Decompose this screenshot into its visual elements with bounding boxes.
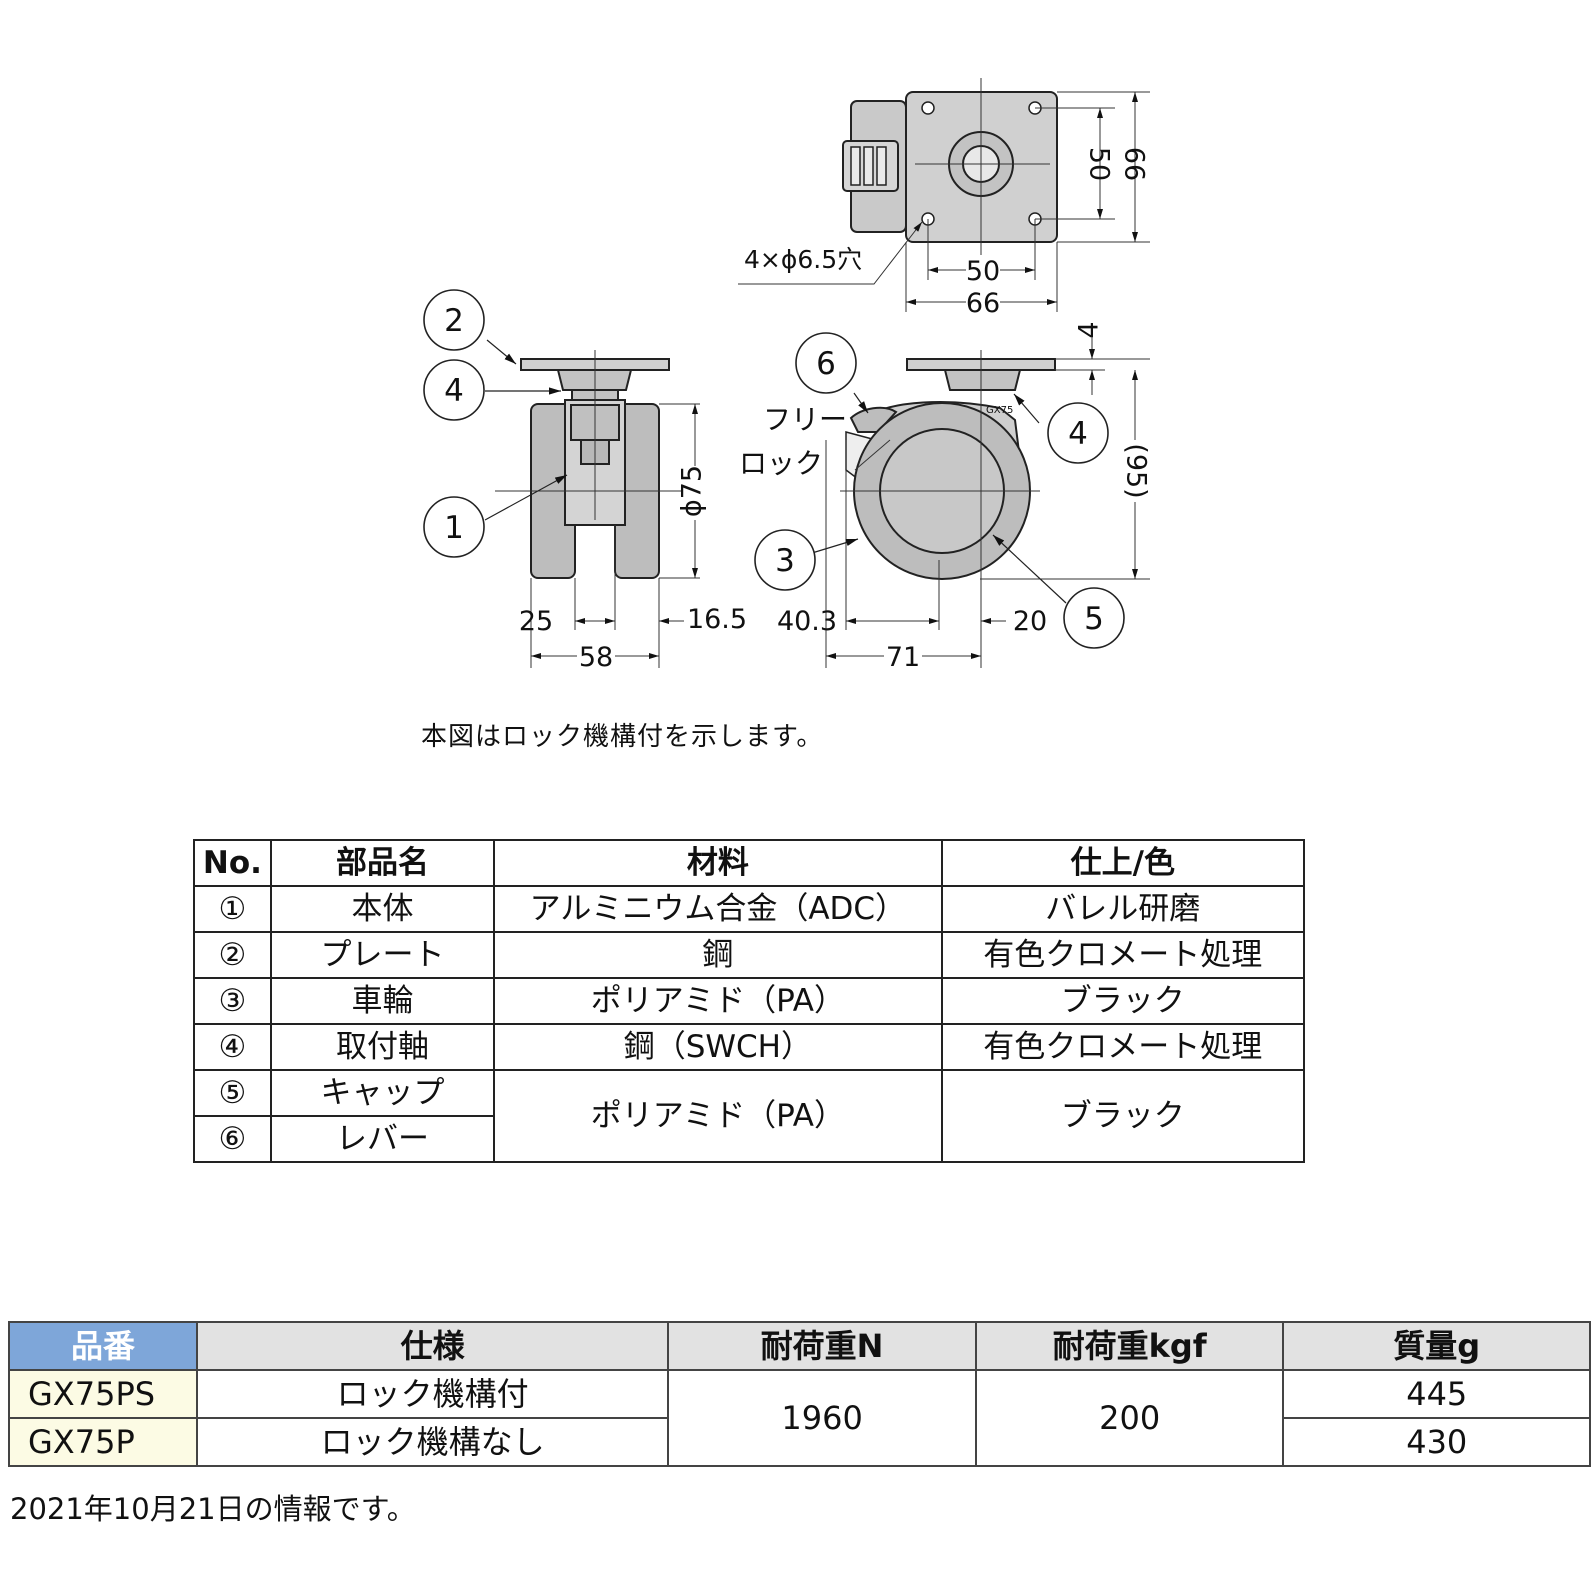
side-view-stem xyxy=(943,369,1022,391)
part-number: GX75PS xyxy=(8,1369,198,1419)
dim-front-diameter: ϕ75 xyxy=(677,465,708,517)
table-row: ③ 車輪 ポリアミド（PA） ブラック xyxy=(193,977,1306,1025)
part-name: 車輪 xyxy=(269,977,496,1025)
callout-6-circle xyxy=(795,332,857,394)
part-number: GX75P xyxy=(8,1417,198,1467)
dim-side-20: 20 xyxy=(1013,606,1047,637)
callout-2-circle xyxy=(423,289,485,351)
dim-top-66-horizontal: 66 xyxy=(966,288,1000,319)
header-part-number: 品番 xyxy=(8,1321,198,1371)
side-view xyxy=(845,358,1056,580)
top-view xyxy=(842,91,1058,243)
callout-5: 5 xyxy=(1084,601,1104,637)
parts-table-header: No. 部品名 材料 仕上/色 xyxy=(193,839,1306,887)
header-spec: 仕様 xyxy=(195,1321,670,1371)
part-name: 本体 xyxy=(269,885,496,933)
part-finish: ブラック xyxy=(940,1069,1306,1163)
table-row: GX75P ロック機構なし 430 xyxy=(8,1417,1591,1467)
dim-front-58: 58 xyxy=(579,642,613,673)
part-finish: 有色クロメート処理 xyxy=(940,1023,1306,1071)
part-name: プレート xyxy=(269,931,496,979)
part-name: レバー xyxy=(269,1115,496,1163)
mass-value: 445 xyxy=(1282,1369,1591,1419)
table-row: ② プレート 鋼 有色クロメート処理 xyxy=(193,931,1306,979)
header-load-kgf: 耐荷重kgf xyxy=(974,1321,1285,1371)
parts-table: No. 部品名 材料 仕上/色 ① 本体 アルミニウム合金（ADC） バレル研磨… xyxy=(193,839,1306,1163)
callout-4-front: 4 xyxy=(444,373,464,409)
dim-front-25: 25 xyxy=(519,606,553,637)
callout-3-circle xyxy=(754,529,816,591)
dim-top-66-vertical: 66 xyxy=(1119,147,1150,181)
callout-1: 1 xyxy=(444,510,464,546)
part-material: アルミニウム合金（ADC） xyxy=(493,885,943,933)
header-load-n: 耐荷重N xyxy=(667,1321,977,1371)
callout-6: 6 xyxy=(816,346,836,382)
part-no: ⑥ xyxy=(193,1115,272,1163)
part-name: 取付軸 xyxy=(269,1023,496,1071)
callout-4-circle-side xyxy=(1047,402,1109,464)
part-finish: 有色クロメート処理 xyxy=(940,931,1306,979)
dim-top-50-vertical: 50 xyxy=(1084,147,1115,181)
caster-technical-drawing: 50 66 50 66 4×ϕ6.5穴 ϕ75 25 16.5 58 xyxy=(423,78,1152,673)
dim-side-71: 71 xyxy=(886,642,920,673)
part-material: ポリアミド（PA） xyxy=(493,977,943,1025)
spec-value: ロック機構なし xyxy=(195,1417,670,1467)
part-material: 鋼（SWCH） xyxy=(493,1023,943,1071)
part-name: キャップ xyxy=(269,1069,496,1117)
callout-4-circle-front xyxy=(423,359,485,421)
wheel-mark: GX75 xyxy=(986,405,1013,416)
callout-3: 3 xyxy=(775,543,795,579)
header-mass: 質量g xyxy=(1282,1321,1591,1371)
lever-lock-label: ロック xyxy=(739,447,823,480)
part-no: ② xyxy=(193,931,272,979)
table-row: GX75PS ロック機構付 1960 200 445 xyxy=(8,1369,1591,1467)
callout-1-circle xyxy=(423,496,485,558)
part-no: ④ xyxy=(193,1023,272,1071)
header-part-name: 部品名 xyxy=(269,839,496,887)
lever-free-label: フリー xyxy=(763,403,847,436)
part-finish: ブラック xyxy=(940,977,1306,1025)
part-material: 鋼 xyxy=(493,931,943,979)
header-finish: 仕上/色 xyxy=(940,839,1306,887)
table-row: ⑥ レバー xyxy=(193,1115,1304,1163)
footnote: 2021年10月21日の情報です。 xyxy=(10,1492,416,1526)
spec-table-header: 品番 仕様 耐荷重N 耐荷重kgf 質量g xyxy=(8,1321,1591,1371)
dim-side-4: 4 xyxy=(1074,321,1105,338)
spec-table: 品番 仕様 耐荷重N 耐荷重kgf 質量g GX75PS ロック機構付 1960… xyxy=(8,1321,1591,1467)
load-n-value: 1960 xyxy=(667,1369,977,1467)
part-no: ③ xyxy=(193,977,272,1025)
dim-top-50-horizontal: 50 xyxy=(966,256,1000,287)
callout-5-circle xyxy=(1063,587,1125,649)
dim-side-95: (95) xyxy=(1121,443,1152,498)
part-material: ポリアミド（PA） xyxy=(493,1069,943,1163)
table-row: ④ 取付軸 鋼（SWCH） 有色クロメート処理 xyxy=(193,1023,1306,1071)
part-finish: バレル研磨 xyxy=(940,885,1306,933)
part-no: ① xyxy=(193,885,272,933)
callout-2: 2 xyxy=(444,303,464,339)
table-row: ① 本体 アルミニウム合金（ADC） バレル研磨 xyxy=(193,885,1306,933)
callout-4-side: 4 xyxy=(1068,416,1088,452)
load-kgf-value: 200 xyxy=(974,1369,1285,1467)
part-no: ⑤ xyxy=(193,1069,272,1117)
dim-side-40-3: 40.3 xyxy=(777,606,837,637)
spec-value: ロック機構付 xyxy=(195,1369,670,1419)
mass-value: 430 xyxy=(1282,1417,1591,1467)
table-row: ⑤ キャップ ポリアミド（PA） ブラック xyxy=(193,1069,1306,1163)
header-material: 材料 xyxy=(493,839,943,887)
hole-label: 4×ϕ6.5穴 xyxy=(744,245,862,274)
header-no: No. xyxy=(193,839,272,887)
drawing-caption: 本図はロック機構付を示します。 xyxy=(421,722,824,752)
dim-front-16-5: 16.5 xyxy=(687,604,747,635)
